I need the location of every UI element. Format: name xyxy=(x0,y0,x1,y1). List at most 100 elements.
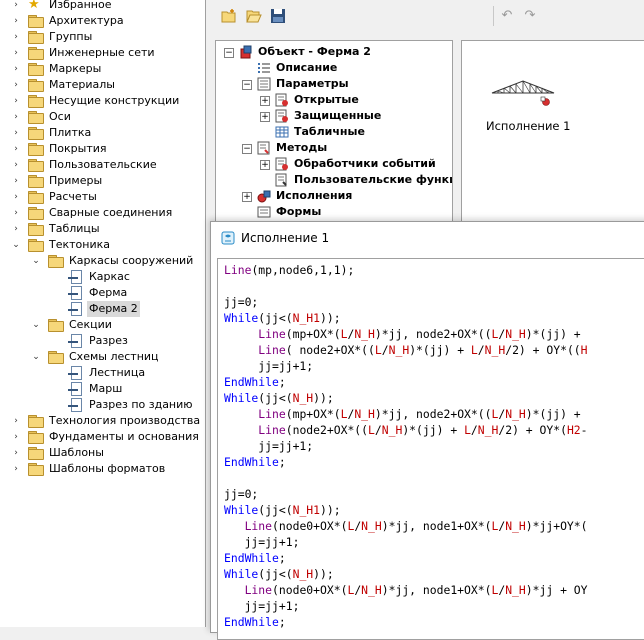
collapse-icon[interactable]: − xyxy=(224,48,234,58)
chevron-right-icon[interactable]: › xyxy=(14,96,18,106)
chevron-right-icon[interactable]: › xyxy=(14,16,18,26)
code-line[interactable]: While(jj<(N_H)); xyxy=(224,390,334,406)
code-line[interactable]: EndWhile; xyxy=(224,614,286,630)
tree-item[interactable]: ›Расчеты xyxy=(0,189,205,205)
open-folder-icon[interactable] xyxy=(246,8,262,24)
editor-titlebar[interactable]: Исполнение 1 xyxy=(211,222,644,254)
chevron-right-icon[interactable]: › xyxy=(14,32,18,42)
tree-item[interactable]: ›Архитектура xyxy=(0,13,205,29)
new-folder-icon[interactable] xyxy=(221,8,237,24)
chevron-right-icon[interactable]: › xyxy=(14,128,18,138)
tree-item[interactable]: Разрез по зданию xyxy=(0,397,205,413)
tree-item[interactable]: Ферма xyxy=(0,285,205,301)
tree-item[interactable]: ›Плитка xyxy=(0,125,205,141)
tree-item[interactable]: ›Несущие конструкции xyxy=(0,93,205,109)
tree-item[interactable]: ⌄Тектоника xyxy=(0,237,205,253)
object-tree-item[interactable]: +Открытые xyxy=(216,92,452,108)
collapse-icon[interactable]: − xyxy=(242,80,252,90)
expand-icon[interactable]: + xyxy=(242,192,252,202)
save-icon[interactable] xyxy=(270,8,286,24)
tree-item[interactable]: ›Фундаменты и основания xyxy=(0,429,205,445)
chevron-down-icon[interactable]: ⌄ xyxy=(32,256,40,266)
code-line[interactable]: jj=jj+1; xyxy=(224,358,313,374)
tree-item[interactable]: ›Маркеры xyxy=(0,61,205,77)
tree-item[interactable]: Ферма 2 xyxy=(0,301,205,317)
tree-item[interactable]: Марш xyxy=(0,381,205,397)
collapse-icon[interactable]: − xyxy=(242,144,252,154)
code-line[interactable]: EndWhile; xyxy=(224,454,286,470)
code-line[interactable]: While(jj<(N_H1)); xyxy=(224,310,341,326)
code-line[interactable]: Line(mp,node6,1,1); xyxy=(224,262,354,278)
object-tree-item[interactable]: −Параметры xyxy=(216,76,452,92)
variants-preview[interactable]: Исполнение 1 xyxy=(461,40,644,232)
code-line[interactable]: EndWhile; xyxy=(224,550,286,566)
tree-item[interactable]: ›Шаблоны xyxy=(0,445,205,461)
chevron-down-icon[interactable]: ⌄ xyxy=(32,320,40,330)
object-tree-item[interactable]: −Методы xyxy=(216,140,452,156)
tree-item[interactable]: ›Технология производства xyxy=(0,413,205,429)
tree-item[interactable]: ›Пользовательские xyxy=(0,157,205,173)
tree-item[interactable]: ›Покрытия xyxy=(0,141,205,157)
chevron-right-icon[interactable]: › xyxy=(14,0,18,10)
code-line[interactable]: Line(mp+OX*(L/N_H)*jj, node2+OX*((L/N_H)… xyxy=(224,406,588,422)
tree-item[interactable]: Каркас xyxy=(0,269,205,285)
object-tree-item[interactable]: Формы xyxy=(216,204,452,220)
expand-icon[interactable]: + xyxy=(260,96,270,106)
chevron-right-icon[interactable]: › xyxy=(14,416,18,426)
tree-item[interactable]: ›Инженерные сети xyxy=(0,45,205,61)
tree-item[interactable]: ⌄Каркасы сооружений xyxy=(0,253,205,269)
object-tree-item[interactable]: +Защищенные xyxy=(216,108,452,124)
chevron-down-icon[interactable]: ⌄ xyxy=(12,240,20,250)
code-editor[interactable]: Line(mp,node6,1,1);jj=0;While(jj<(N_H1))… xyxy=(217,258,644,640)
object-tree-item[interactable]: +Обработчики событий xyxy=(216,156,452,172)
chevron-right-icon[interactable]: › xyxy=(14,208,18,218)
tree-item[interactable]: ›Сварные соединения xyxy=(0,205,205,221)
chevron-right-icon[interactable]: › xyxy=(14,80,18,90)
code-line[interactable]: Line(mp+OX*(L/N_H)*jj, node2+OX*((L/N_H)… xyxy=(224,326,588,342)
chevron-right-icon[interactable]: › xyxy=(14,112,18,122)
chevron-down-icon[interactable]: ⌄ xyxy=(32,352,40,362)
object-tree-item[interactable]: −Объект - Ферма 2 xyxy=(216,44,452,60)
expand-icon[interactable]: + xyxy=(260,160,270,170)
code-line[interactable]: jj=0; xyxy=(224,486,258,502)
tree-item[interactable]: ›Таблицы xyxy=(0,221,205,237)
tree-item[interactable]: ⌄Секции xyxy=(0,317,205,333)
tree-item[interactable]: ›Материалы xyxy=(0,77,205,93)
code-line[interactable]: While(jj<(N_H1)); xyxy=(224,502,341,518)
tree-item[interactable]: ›Оси xyxy=(0,109,205,125)
code-line[interactable]: jj=jj+1; xyxy=(224,534,300,550)
chevron-right-icon[interactable]: › xyxy=(14,464,18,474)
chevron-right-icon[interactable]: › xyxy=(14,48,18,58)
code-line[interactable]: While(jj<(N_H)); xyxy=(224,566,334,582)
tree-item[interactable]: Лестница xyxy=(0,365,205,381)
code-line[interactable]: jj=jj+1; xyxy=(224,598,300,614)
code-line[interactable]: Line( node2+OX*((L/N_H)*(jj) + L/N_H/2) … xyxy=(224,342,587,358)
undo-icon[interactable]: ↶ xyxy=(501,8,513,23)
chevron-right-icon[interactable]: › xyxy=(14,192,18,202)
truss-thumbnail[interactable] xyxy=(490,77,556,107)
tree-item[interactable]: ›★Избранное xyxy=(0,0,205,13)
tree-item[interactable]: ›Шаблоны форматов xyxy=(0,461,205,477)
chevron-right-icon[interactable]: › xyxy=(14,432,18,442)
chevron-right-icon[interactable]: › xyxy=(14,144,18,154)
redo-icon[interactable]: ↷ xyxy=(524,8,536,23)
tree-item[interactable]: ›Группы xyxy=(0,29,205,45)
code-line[interactable]: Line(node0+OX*(L/N_H)*jj, node1+OX*(L/N_… xyxy=(224,518,588,534)
code-line[interactable]: Line(node2+OX*((L/N_H)*(jj) + L/N_H/2) +… xyxy=(224,422,587,438)
code-line[interactable]: jj=0; xyxy=(224,294,258,310)
chevron-right-icon[interactable]: › xyxy=(14,176,18,186)
chevron-right-icon[interactable]: › xyxy=(14,224,18,234)
code-line[interactable]: EndWhile; xyxy=(224,374,286,390)
tree-item[interactable]: ⌄Схемы лестниц xyxy=(0,349,205,365)
tree-item[interactable]: ›Примеры xyxy=(0,173,205,189)
chevron-right-icon[interactable]: › xyxy=(14,448,18,458)
object-tree-item[interactable]: Табличные xyxy=(216,124,452,140)
code-line[interactable]: Line(node0+OX*(L/N_H)*jj, node1+OX*(L/N_… xyxy=(224,582,588,598)
expand-icon[interactable]: + xyxy=(260,112,270,122)
library-tree[interactable]: ›★Избранное›Архитектура›Группы›Инженерны… xyxy=(0,0,206,627)
object-tree-item[interactable]: +Исполнения xyxy=(216,188,452,204)
chevron-right-icon[interactable]: › xyxy=(14,64,18,74)
object-tree-item[interactable]: Описание xyxy=(216,60,452,76)
chevron-right-icon[interactable]: › xyxy=(14,160,18,170)
